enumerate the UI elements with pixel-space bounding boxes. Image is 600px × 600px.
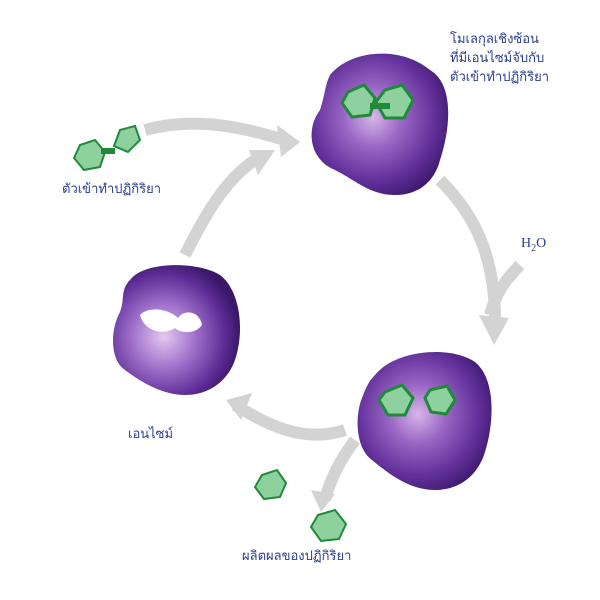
substrate-right-pentagon [112,124,142,154]
arrow-products-to-enzyme [231,399,347,441]
free-enzyme-active-site [140,309,202,333]
water-label-o: O [536,236,547,251]
substrate-left-hexagon [72,138,107,172]
arrowhead-release [311,490,335,512]
cycle-arrows [143,117,525,502]
arrow-heads [226,125,509,512]
arrow-complex-to-products [435,175,501,321]
arrowhead-enzyme [226,393,252,420]
arrowhead-enzyme-top [249,150,275,175]
product-complex-enzyme-blob [357,352,492,490]
complex-enzyme-blob [311,53,449,196]
substrate-molecules [72,124,142,172]
water-label-subscript: 2 [531,242,537,254]
arrow-release-products [319,436,360,502]
released-product-top [253,468,288,501]
free-enzyme-blob [113,265,240,395]
arrow-water-input [484,260,525,317]
complex-bond [370,103,390,109]
arrowhead-complex [277,125,300,157]
product-complex-pentagon-left [377,383,415,417]
released-product-bottom [309,508,348,543]
enzyme-product-complex [357,352,492,490]
water-label: H2O [521,236,546,254]
substrate-bond [101,148,115,154]
arrow-substrate-to-complex [143,117,287,146]
released-products [253,468,348,543]
arrowhead-products [479,315,509,345]
enzyme-label: เอนไซม์ [128,427,174,442]
product-complex-pentagon-right [423,384,457,416]
substrate-label: ตัวเข้าทำปฏิกิริยา [62,182,161,197]
complex-bound-substrate-left [340,83,377,119]
complex-label: โมเลกุลเชิงซ้อน ที่มีเอนไซม์จับกับ ตัวเข… [450,30,549,87]
water-label-h: H [521,236,532,251]
complex-label-line-3: ตัวเข้าทำปฏิกิริยา [450,70,549,85]
complex-bound-substrate-right [374,83,415,120]
complex-label-line-2: ที่มีเอนไซม์จับกับ [450,51,545,66]
enzyme-substrate-complex [311,53,449,196]
arrow-enzyme-to-start [179,155,259,258]
free-enzyme [113,265,240,395]
products-label: ผลิตผลของปฏิกิริยา [242,549,352,564]
complex-label-line-1: โมเลกุลเชิงซ้อน [450,32,539,47]
